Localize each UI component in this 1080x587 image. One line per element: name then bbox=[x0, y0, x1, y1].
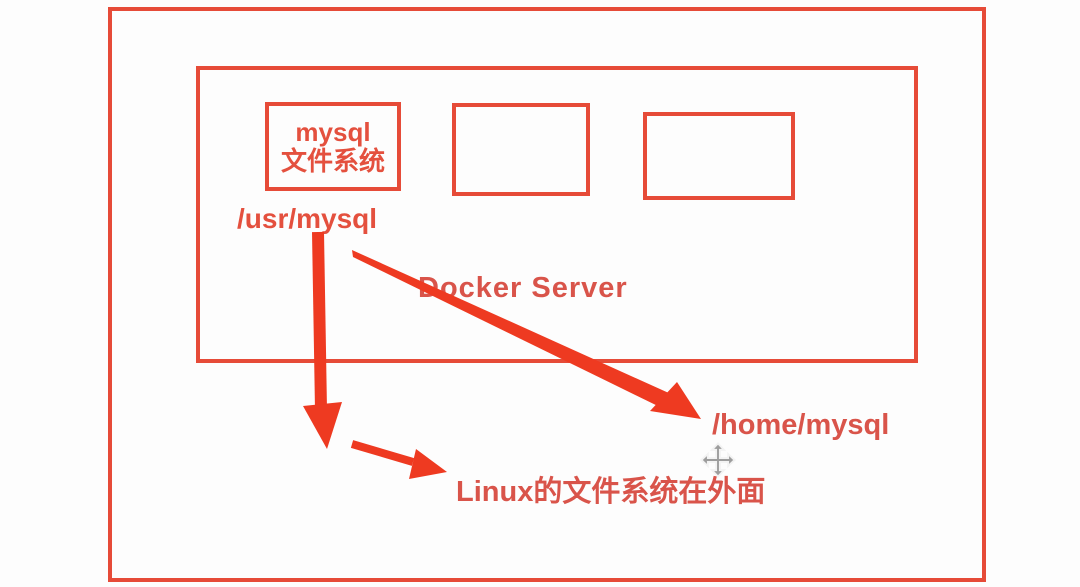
linux-host-box bbox=[108, 7, 986, 582]
container-box-2 bbox=[452, 103, 590, 196]
usr-mysql-path-label: /usr/mysql bbox=[237, 203, 378, 234]
docker-server-label: Docker Server bbox=[418, 272, 628, 304]
move-cursor-icon bbox=[699, 441, 737, 479]
mysql-box-line1: mysql bbox=[295, 116, 371, 147]
mysql-box-line2: 文件系统 bbox=[280, 145, 385, 176]
container-box-3 bbox=[643, 112, 795, 200]
mysql-filesystem-box: mysql 文件系统 bbox=[265, 102, 401, 191]
home-mysql-path-label: /home/mysql bbox=[712, 409, 890, 441]
linux-filesystem-note: Linux的文件系统在外面 bbox=[456, 476, 766, 508]
